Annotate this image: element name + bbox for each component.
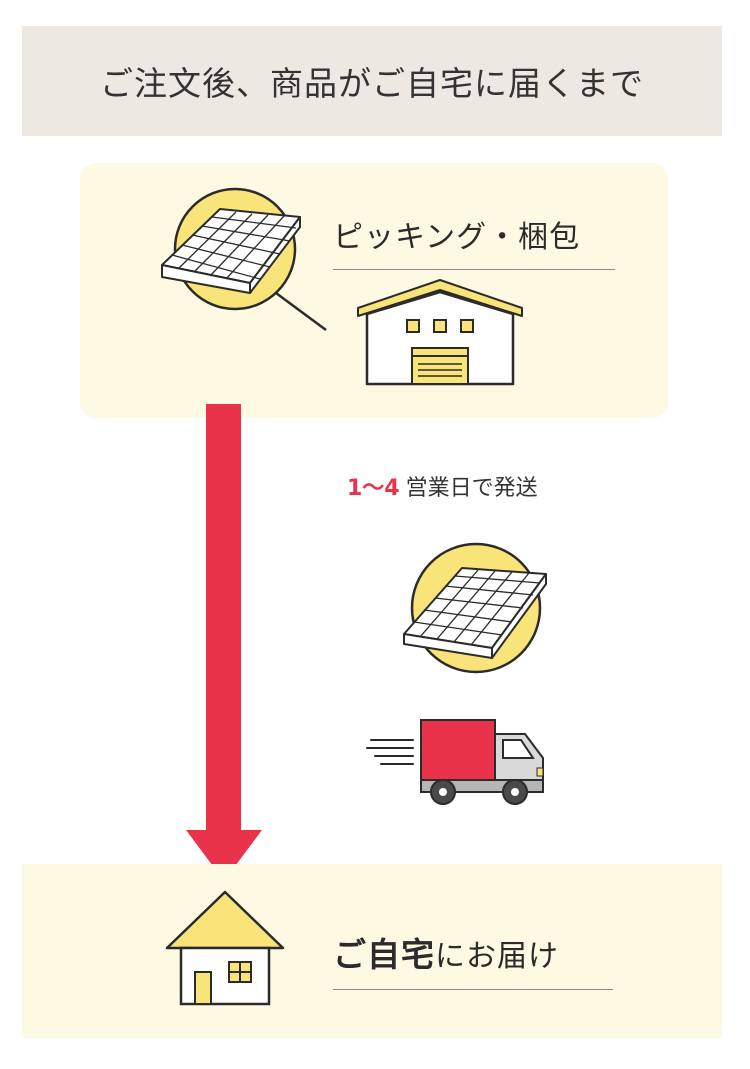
step-picking-label: ピッキング・梱包	[333, 212, 615, 270]
picking-text: ピッキング・梱包	[333, 220, 581, 255]
home-underline	[333, 989, 613, 990]
home-text-rest: にお届け	[435, 939, 559, 974]
delivery-truck-icon	[366, 719, 544, 805]
title-bar: ご注文後、商品がご自宅に届くまで	[22, 26, 722, 136]
page-title: ご注文後、商品がご自宅に届くまで	[100, 64, 644, 103]
step-home-label: ご自宅にお届け	[333, 928, 613, 990]
shipping-days: 1～4	[347, 476, 400, 501]
warehouse-icon	[357, 279, 523, 386]
mattress-icon	[403, 542, 547, 674]
shipping-text: 営業日で発送	[405, 476, 538, 501]
picking-underline	[333, 269, 615, 270]
mattress-magnifier-icon	[161, 187, 327, 332]
flow-arrow-icon	[186, 404, 262, 881]
home-panel	[22, 864, 722, 1038]
house-icon	[165, 890, 285, 1006]
home-text-bold: ご自宅	[333, 935, 435, 974]
